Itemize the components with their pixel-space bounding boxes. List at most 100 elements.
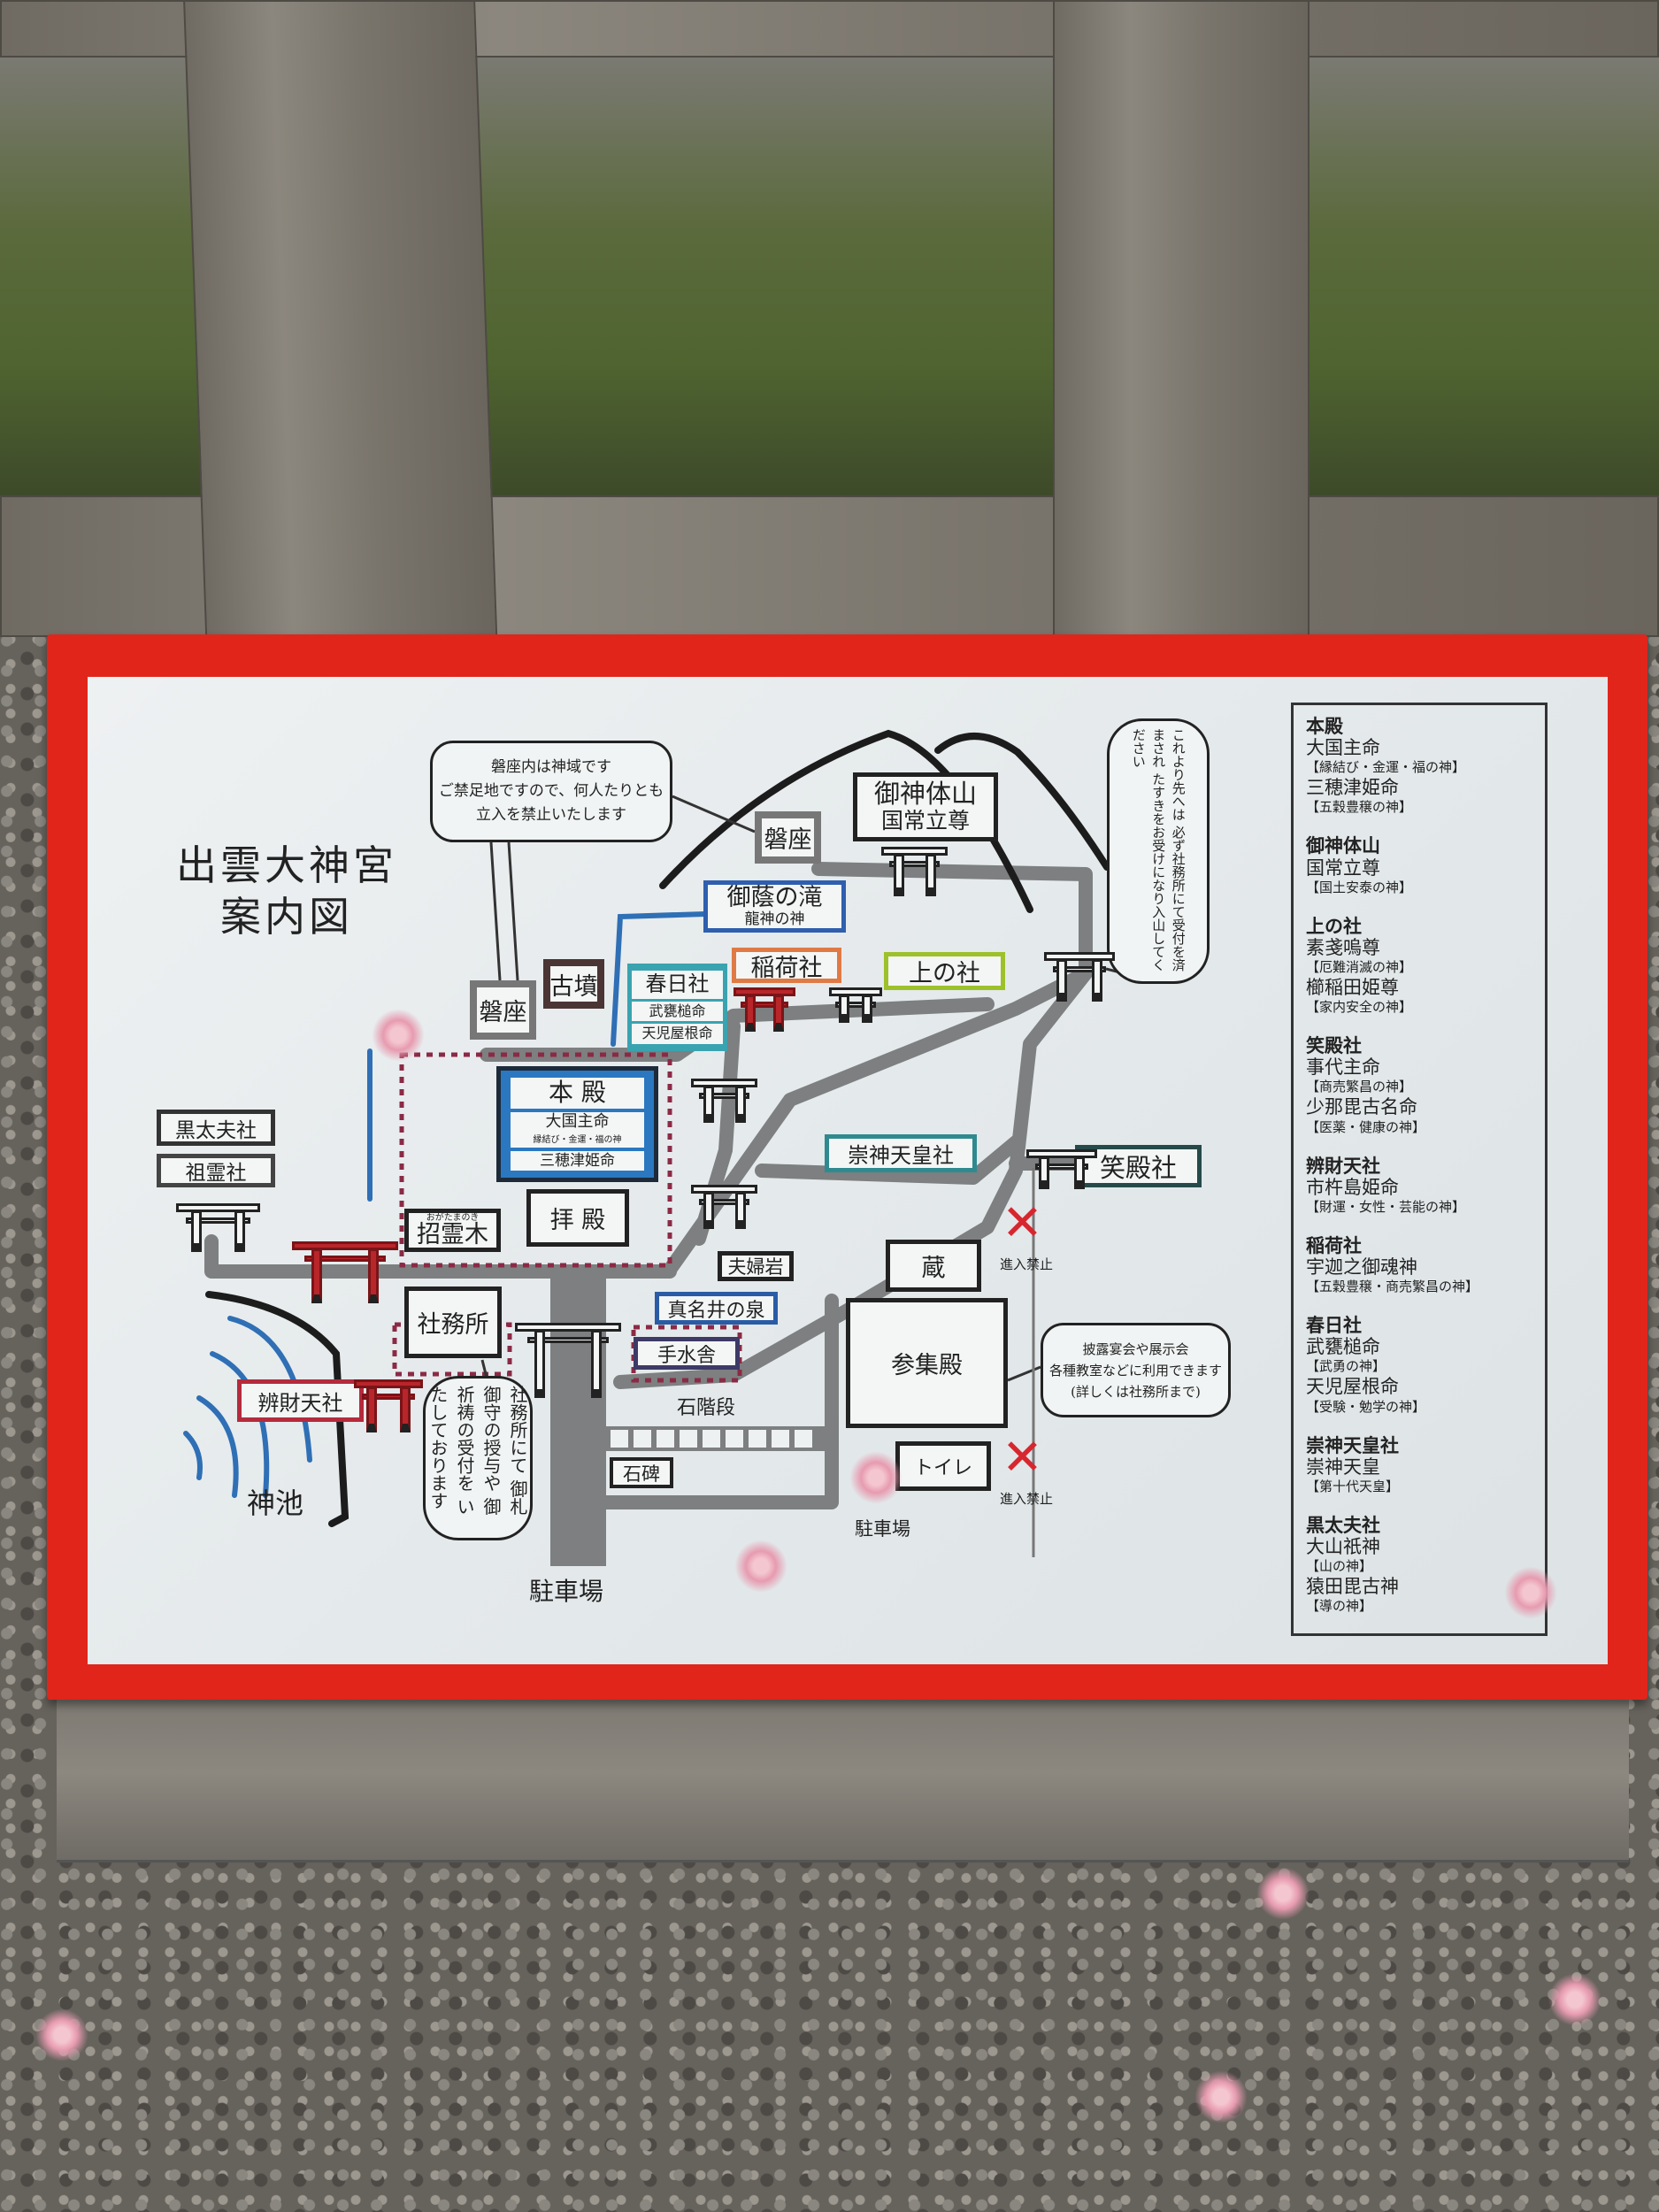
legend-deity-name: 崇神天皇: [1306, 1455, 1380, 1478]
ogatama-ruby: おがたまのき: [426, 1213, 480, 1223]
balloon-pointer: [480, 1359, 488, 1379]
legend-deity-name: 宇迦之御魂神: [1306, 1256, 1417, 1278]
legend-deity-virtue: 【受験・勉学の神】: [1306, 1398, 1426, 1415]
side-parking-label: 駐車場: [855, 1518, 910, 1540]
shamusho-label: 社務所: [404, 1286, 502, 1358]
sign-concrete-base: [57, 1686, 1629, 1863]
fallen-flower: [1194, 2070, 1248, 2124]
legend-entry: 上の社素戔嗚尊【厄難消滅の神】櫛稲田姫尊【家内安全の神】: [1306, 914, 1545, 1017]
inari-shrine-label: 稲荷社: [732, 948, 841, 983]
benzaiten-shrine-label: 辨財天社: [237, 1379, 364, 1422]
legend-deity-name: 大山祇神: [1306, 1535, 1380, 1557]
legend-deity-virtue: 【第十代天皇】: [1306, 1478, 1400, 1494]
iwakura-left-label: 磐座: [470, 980, 536, 1040]
warau-shrine-label: 笑殿社: [1075, 1145, 1202, 1187]
legend-deity-name: 武甕槌命: [1306, 1336, 1380, 1358]
main-parking-label: 駐車場: [529, 1577, 604, 1606]
road-west: [204, 1234, 677, 1279]
road-main-approach: [550, 1271, 606, 1566]
toilet-label: トイレ: [895, 1441, 991, 1491]
kurodayu-shrine-label: 黒太夫社: [157, 1110, 275, 1146]
no-entry-label: 進入禁止: [1000, 1491, 1054, 1507]
legend-shrine-name: 上の社: [1306, 914, 1362, 937]
legend-shrine-name: 本殿: [1306, 715, 1343, 737]
ogatama-tree-label: おがたまのき 招霊木: [404, 1209, 501, 1252]
iwakura-top-label: 磐座: [755, 811, 821, 864]
haiden-label: 拝 殿: [526, 1189, 629, 1247]
meoto-rock-label: 夫婦岩: [718, 1251, 794, 1281]
map-title-line1: 出雲大神宮: [176, 841, 397, 889]
fallen-flower: [1256, 1867, 1310, 1920]
legend-deity-name: 市杵島姫命: [1306, 1176, 1399, 1198]
legend-deity-name: 櫛稲田姫尊: [1306, 976, 1399, 998]
legend-entry: 黒太夫社大山祇神【山の神】猿田毘古神【導の神】: [1306, 1513, 1545, 1616]
legend-deity-name: 事代主命: [1306, 1056, 1380, 1079]
fallen-flower: [734, 1540, 787, 1593]
fallen-flower: [35, 2008, 88, 2062]
honden-deity-1-virtue: 縁結び・金運・福の神: [533, 1134, 622, 1145]
honden-label: 本 殿 大国主命 縁結び・金運・福の神 三穂津姫命: [496, 1066, 658, 1182]
stream-line: [611, 911, 708, 1047]
shamusho-precinct-outline: [392, 1322, 512, 1377]
no-entry-x-icon: ✕: [1002, 1429, 1043, 1486]
notice-line: ご禁足地ですので、何人たりとも: [438, 781, 664, 800]
kura-storehouse-label: 蔵: [886, 1240, 981, 1292]
legend-deity-virtue: 【五穀豊穣の神】: [1306, 799, 1413, 816]
legend-shrine-name: 辨財天社: [1306, 1154, 1380, 1177]
honden-deity-2: 三穂津姫命: [510, 1150, 645, 1171]
ogatama-name: 招霊木: [417, 1221, 488, 1248]
kasuga-deity-1: 武甕槌命: [632, 1001, 723, 1022]
red-torii-gate-icon: [733, 987, 795, 1032]
legend-deity-virtue: 【武勇の神】: [1306, 1358, 1386, 1375]
torii-gate-icon: [1044, 952, 1115, 1002]
kasuga-name: 春日社: [632, 971, 723, 999]
goshintaisan-label: 御神体山 国常立尊: [853, 772, 998, 841]
kaminoyashiro-label: 上の社: [884, 952, 1005, 990]
legend-deity-name: 三穂津姫命: [1306, 777, 1399, 799]
pond-water: [183, 1431, 203, 1480]
mountain-outline-2: [934, 733, 1110, 871]
torii-gate-icon: [1026, 1149, 1097, 1189]
fallen-flower: [1504, 1566, 1557, 1619]
fence-post-right: [1053, 0, 1310, 655]
kofun-label: 古墳: [543, 959, 604, 1009]
pond-water: [196, 1395, 239, 1498]
legend-deity-virtue: 【厄難消滅の神】: [1306, 958, 1413, 975]
legend-entry: 御神体山国常立尊【国土安泰の神】: [1306, 835, 1545, 896]
sanshuden-hall-label: 参集殿: [846, 1298, 1008, 1428]
mountain-entry-notice-balloon: これより先へは 必ず社務所にて受付を済まされ たすきをお受けになり入山してくださ…: [1107, 718, 1210, 984]
sekihi-label: 石碑: [610, 1457, 673, 1488]
notice-line: 立入を禁止いたします: [476, 806, 626, 825]
legend-deity-name: 国常立尊: [1306, 856, 1380, 879]
map-title: 出雲大神宮 案内図: [176, 841, 397, 942]
legend-deity-virtue: 【山の神】: [1306, 1558, 1373, 1575]
shinchi-pond-label: 神池: [247, 1486, 304, 1520]
balloon-pointer: [489, 841, 519, 981]
torii-gate-icon: [829, 987, 882, 1023]
pond-water: [210, 1351, 270, 1498]
honden-name: 本 殿: [510, 1077, 645, 1109]
sujin-shrine-label: 崇神天皇社: [825, 1134, 977, 1172]
legend-deity-virtue: 【縁結び・金運・福の神】: [1306, 759, 1466, 776]
temizuya-precinct-outline: [631, 1325, 742, 1383]
okage-falls-deity: 龍神の神: [744, 910, 805, 928]
legend-deity-name: 素戔嗚尊: [1306, 936, 1380, 958]
torii-gate-icon: [691, 1079, 757, 1123]
legend-entry: 崇神天皇社崇神天皇【第十代天皇】: [1306, 1433, 1545, 1496]
okage-falls-label: 御蔭の滝 龍神の神: [703, 880, 846, 933]
goshintaisan-name: 御神体山: [873, 779, 977, 810]
legend-shrine-name: 崇神天皇社: [1306, 1433, 1399, 1456]
stone-stairs-label: 石階段: [677, 1397, 736, 1419]
legend-entry: 春日社武甕槌命【武勇の神】天児屋根命【受験・勉学の神】: [1306, 1314, 1545, 1416]
notice-line: 磐座内は神域です: [491, 757, 611, 776]
pond-water: [227, 1316, 312, 1463]
no-entry-x-icon: ✕: [1002, 1194, 1043, 1252]
balloon-pointer: [1007, 1365, 1041, 1382]
stone-stairs: [606, 1426, 827, 1451]
kasuga-shrine-label: 春日社 武甕槌命 天児屋根命: [627, 964, 727, 1051]
legend-deity-virtue: 【財運・女性・芸能の神】: [1306, 1198, 1466, 1215]
no-entry-label: 進入禁止: [1000, 1256, 1054, 1272]
map-title-line2: 案内図: [220, 892, 353, 941]
iwakura-notice-balloon: 磐座内は神域です ご禁足地ですので、何人たりとも 立入を禁止いたします: [430, 741, 672, 842]
legend-shrine-name: 黒太夫社: [1306, 1513, 1380, 1536]
